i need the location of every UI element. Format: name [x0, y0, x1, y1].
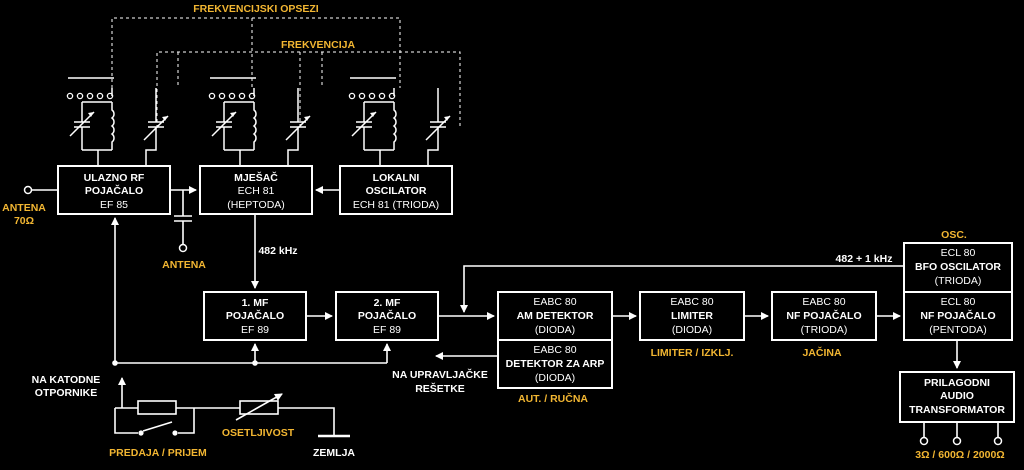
tuned-circuit-mixer: [208, 77, 311, 166]
label-osc: OSC.: [941, 229, 967, 241]
svg-text:(DIODA): (DIODA): [672, 324, 712, 336]
label-otpornike: OTPORNIKE: [35, 387, 97, 399]
svg-text:EABC 80: EABC 80: [802, 296, 845, 308]
svg-text:AUDIO: AUDIO: [940, 390, 974, 402]
svg-text:(PENTODA): (PENTODA): [929, 324, 987, 336]
label-jacina: JAČINA: [802, 346, 842, 359]
block-mixer: MJEŠAČ ECH 81 (HEPTODA): [199, 165, 313, 215]
antenna-output-terminal: [178, 243, 188, 253]
band-switch-contact: [96, 92, 104, 100]
label-zemlja: ZEMLJA: [313, 447, 355, 459]
block-if-amplifier-2: 2. MF POJAČALO EF 89: [335, 291, 439, 341]
band-switch-contact: [86, 92, 94, 100]
svg-text:ECH 81: ECH 81: [238, 185, 275, 197]
block-am-detector: EABC 80 AM DETEKTOR (DIODA): [497, 291, 613, 341]
svg-text:TRANSFORMATOR: TRANSFORMATOR: [909, 404, 1005, 416]
band-switch-contact: [368, 92, 376, 100]
svg-text:ECH 81 (TRIODA): ECH 81 (TRIODA): [353, 199, 439, 211]
svg-text:ECL 80: ECL 80: [941, 247, 976, 259]
svg-text:POJAČALO: POJAČALO: [85, 184, 143, 197]
block-if-amplifier-1: 1. MF POJAČALO EF 89: [203, 291, 307, 341]
svg-text:(DIODA): (DIODA): [535, 372, 575, 384]
svg-text:2. MF: 2. MF: [374, 297, 401, 309]
label-aut-rucna: AUT. / RUČNA: [518, 392, 588, 405]
resistor: [137, 400, 177, 415]
label-limiter-izklj: LIMITER / IZKLJ.: [651, 347, 734, 359]
svg-text:PRILAGODNI: PRILAGODNI: [924, 377, 990, 389]
block-rf-amplifier: ULAZNO RF POJAČALO EF 85: [57, 165, 171, 215]
block-af-amplifier-1: EABC 80 NF POJAČALO (TRIODA): [771, 291, 877, 341]
band-switch-contact: [208, 92, 216, 100]
label-na-upravljacke: NA UPRAVLJAČKE: [392, 368, 488, 381]
band-switch-contact: [358, 92, 366, 100]
label-if-frequency: 482 kHz: [258, 245, 297, 257]
band-switch-contact: [348, 92, 356, 100]
label-antenna-impedance: 70Ω: [14, 215, 34, 227]
svg-text:1. MF: 1. MF: [242, 297, 269, 309]
band-switch-contact: [228, 92, 236, 100]
label-output-impedances: 3Ω / 600Ω / 2000Ω: [915, 449, 1004, 461]
svg-text:(HEPTODA): (HEPTODA): [227, 199, 285, 211]
block-agc-detector: EABC 80 DETEKTOR ZA ARP (DIODA): [497, 339, 613, 389]
svg-text:NF POJAČALO: NF POJAČALO: [920, 309, 995, 322]
signal-path: [23, 185, 1003, 446]
label-frekvencijski-opsezi: FREKVENCIJSKI OPSEZI: [193, 3, 319, 15]
label-osetljivost: OSETLJIVOST: [222, 427, 295, 439]
svg-text:EABC 80: EABC 80: [533, 296, 576, 308]
block-limiter: EABC 80 LIMITER (DIODA): [639, 291, 745, 341]
svg-text:DETEKTOR ZA ARP: DETEKTOR ZA ARP: [506, 358, 605, 370]
band-switch-contact: [66, 92, 74, 100]
tuned-circuit-oscillator: [348, 77, 451, 166]
label-frekvencija: FREKVENCIJA: [281, 39, 356, 51]
tuned-circuit-rf: [66, 77, 169, 166]
label-antenna-out: ANTENA: [162, 259, 206, 271]
label-resetke: REŠETKE: [415, 382, 465, 395]
label-predaja-prijem: PREDAJA / PRIJEM: [109, 447, 207, 459]
block-af-amplifier-2: ECL 80 NF POJAČALO (PENTODA): [903, 291, 1013, 341]
svg-text:LOKALNI: LOKALNI: [373, 172, 420, 184]
svg-text:ULAZNO RF: ULAZNO RF: [84, 172, 145, 184]
block-bfo-oscillator: ECL 80 BFO OSCILATOR (TRIODA): [903, 242, 1013, 293]
svg-text:(DIODA): (DIODA): [535, 324, 575, 336]
output-terminal-2000ohm: [993, 436, 1003, 446]
svg-text:EF 89: EF 89: [373, 324, 401, 336]
band-switch-contact: [76, 92, 84, 100]
svg-text:(TRIODA): (TRIODA): [801, 324, 848, 336]
band-switch-contact: [218, 92, 226, 100]
svg-text:BFO OSCILATOR: BFO OSCILATOR: [915, 261, 1001, 273]
svg-text:EF 85: EF 85: [100, 199, 128, 211]
label-bfo-frequency: 482 + 1 kHz: [836, 253, 893, 265]
band-switch-contact: [378, 92, 386, 100]
output-terminal-600ohm: [952, 436, 962, 446]
band-switch-links: [111, 17, 401, 88]
svg-text:NF POJAČALO: NF POJAČALO: [786, 309, 861, 322]
svg-text:MJEŠAČ: MJEŠAČ: [234, 171, 278, 184]
annotations: ANTENA 70Ω ANTENA 482 kHz 482 + 1 kHz OS…: [2, 202, 1005, 461]
agc-network: [111, 217, 498, 438]
svg-text:EABC 80: EABC 80: [670, 296, 713, 308]
block-audio-transformer: PRILAGODNI AUDIO TRANSFORMATOR: [899, 371, 1015, 423]
svg-text:(TRIODA): (TRIODA): [935, 275, 982, 287]
block-local-oscillator: LOKALNI OSCILATOR ECH 81 (TRIODA): [339, 165, 453, 215]
label-na-katodne: NA KATODNE: [32, 374, 101, 386]
svg-text:LIMITER: LIMITER: [671, 310, 713, 322]
svg-text:AM DETEKTOR: AM DETEKTOR: [517, 310, 594, 322]
svg-text:POJAČALO: POJAČALO: [358, 309, 416, 322]
svg-text:OSCILATOR: OSCILATOR: [366, 185, 427, 197]
svg-text:EF 89: EF 89: [241, 324, 269, 336]
svg-text:POJAČALO: POJAČALO: [226, 309, 284, 322]
band-switch-contact: [238, 92, 246, 100]
svg-text:EABC 80: EABC 80: [533, 344, 576, 356]
antenna-input-terminal: [23, 185, 33, 195]
svg-text:ECL 80: ECL 80: [941, 296, 976, 308]
output-terminal-3ohm: [919, 436, 929, 446]
tuning-links: [156, 51, 461, 128]
label-antenna-in: ANTENA: [2, 202, 46, 214]
